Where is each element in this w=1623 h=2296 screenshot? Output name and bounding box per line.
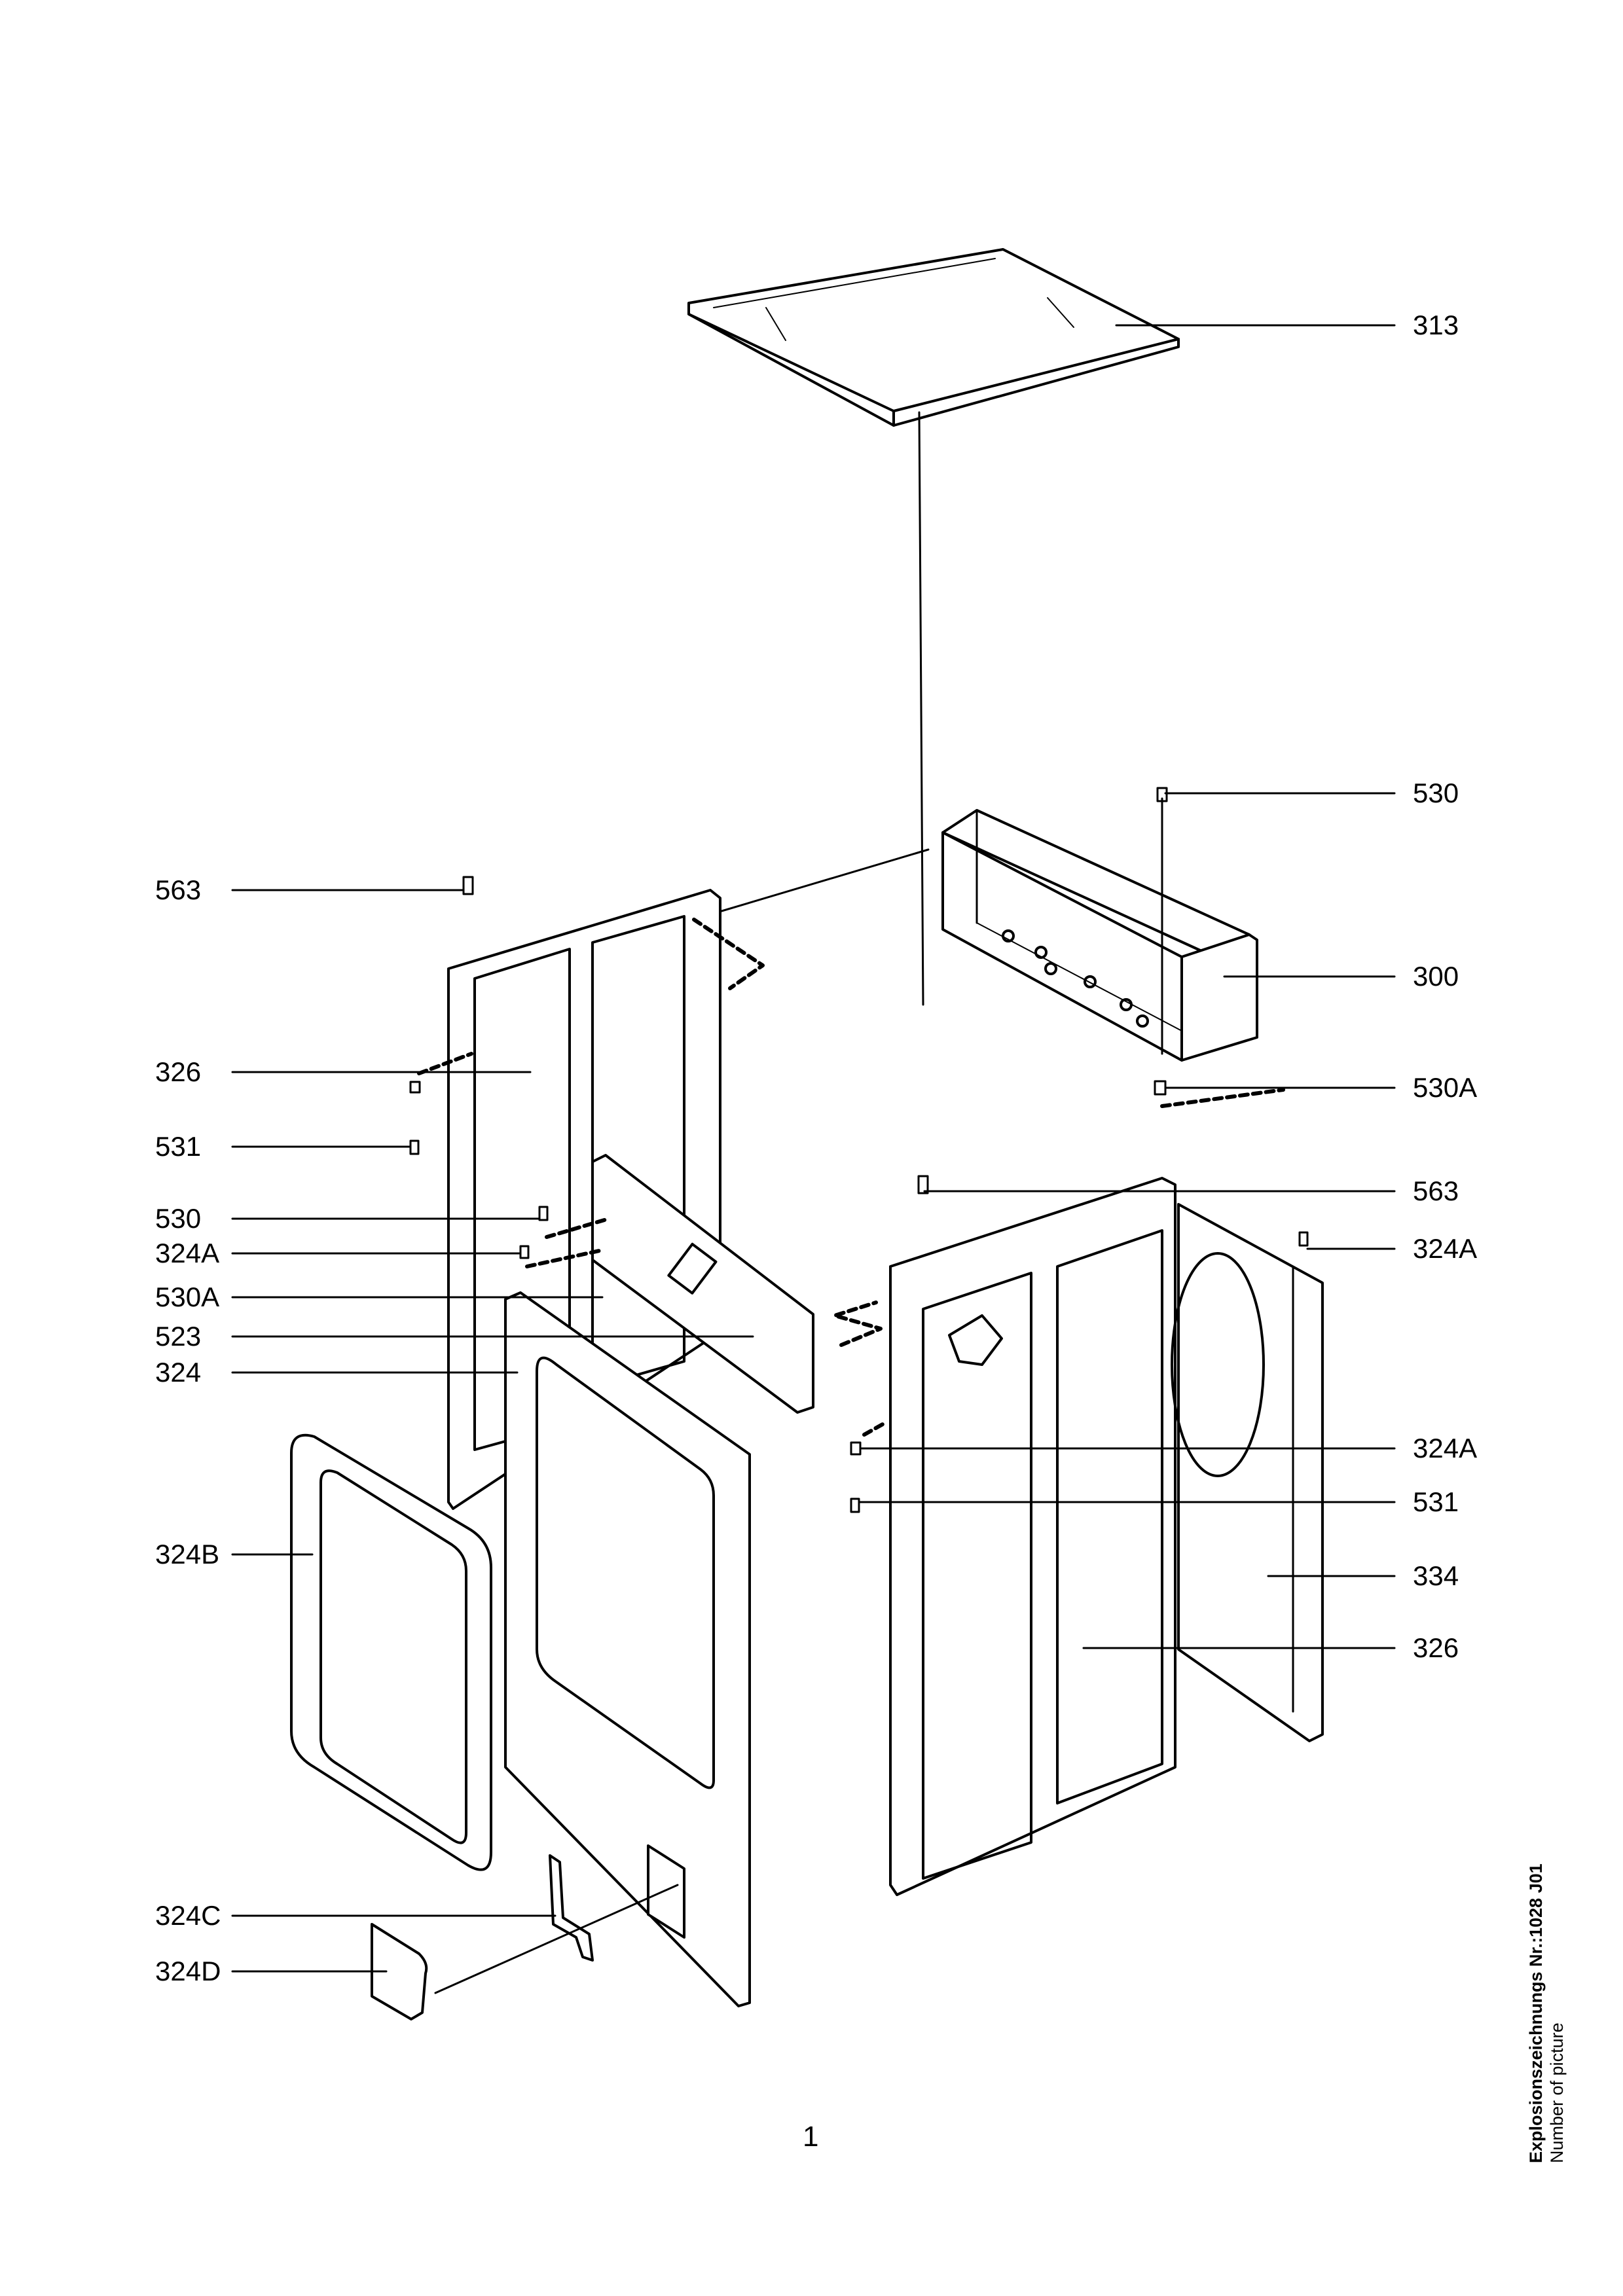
part-334-rear-panel <box>1171 1203 1324 1742</box>
part-324d-cover-plate <box>371 1923 428 2020</box>
screw-563-left-icon <box>462 876 474 895</box>
screw-326-left-icon <box>409 1081 421 1094</box>
part-300-control-box <box>941 809 1258 1062</box>
screw-324a-mid-icon <box>850 1441 862 1456</box>
screw-531-right-icon <box>850 1498 860 1513</box>
screw-530-top-icon <box>1156 787 1168 802</box>
picture-number-label: Number of picture <box>1547 2022 1567 2163</box>
screw-530-left-icon <box>538 1206 549 1221</box>
callout-530-left: 530 <box>155 1203 202 1234</box>
callout-326-left: 326 <box>155 1056 202 1087</box>
part-324-door <box>504 1291 751 2007</box>
callout-324a-right-top: 324A <box>1413 1233 1478 1264</box>
callout-530a-left: 530A <box>155 1282 220 1312</box>
screw-icons <box>409 787 1309 1513</box>
callout-563-left: 563 <box>155 874 202 905</box>
callout-324d: 324D <box>155 1956 221 1986</box>
screw-563-right-icon <box>917 1175 929 1194</box>
assembly-axis-line <box>918 411 924 1006</box>
callout-324: 324 <box>155 1357 202 1388</box>
leader-300-to-frame <box>714 848 930 914</box>
part-324c-hinge <box>549 1854 594 1962</box>
screw-530a-right-icon <box>1154 1080 1167 1096</box>
callout-531-right: 531 <box>1413 1486 1459 1517</box>
screw-324a-left-icon <box>519 1245 530 1259</box>
page-number: 1 <box>803 2121 819 2153</box>
part-324b-porthole-ring <box>290 1433 492 1871</box>
callout-523: 523 <box>155 1321 202 1352</box>
drawing-number-caption: Explosionszeichnungs Nr.:1028 J01 Number… <box>1525 1770 1567 2163</box>
part-326-right-side-panel <box>889 1177 1176 1896</box>
callout-530-top: 530 <box>1413 778 1459 808</box>
callout-563-right: 563 <box>1413 1175 1459 1206</box>
callout-324a-left: 324A <box>155 1238 220 1268</box>
callout-300: 300 <box>1413 961 1459 992</box>
leader-324d-to-door <box>434 1884 679 1994</box>
callout-324c: 324C <box>155 1900 221 1931</box>
screw-324a-right-icon <box>1298 1231 1309 1247</box>
callout-530a-right: 530A <box>1413 1072 1478 1103</box>
callout-313: 313 <box>1413 310 1459 340</box>
drawing-number-label: Explosionszeichnungs Nr.:1028 J01 <box>1526 1863 1546 2163</box>
callout-leader-lines <box>231 324 1396 1973</box>
screw-531-left-icon <box>409 1139 420 1155</box>
part-313-top-cover <box>687 248 1180 427</box>
callout-334: 334 <box>1413 1560 1459 1591</box>
callout-531-left: 531 <box>155 1131 202 1162</box>
dashed-assembly-paths <box>417 918 1285 1437</box>
callout-324a-right-mid: 324A <box>1413 1433 1478 1463</box>
callout-326-right: 326 <box>1413 1632 1459 1663</box>
part-523-bracket <box>591 1154 814 1414</box>
callout-324b: 324B <box>155 1539 220 1570</box>
